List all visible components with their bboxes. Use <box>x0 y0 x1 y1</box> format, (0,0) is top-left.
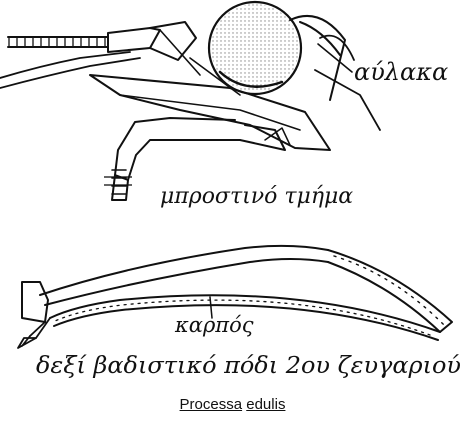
leg-merus <box>40 246 328 295</box>
shrimp-front-drawing: αύλακα μπροστινό τμήμα <box>0 2 448 209</box>
front-part-label: μπροστινό τμήμα <box>160 184 353 209</box>
carpus-label: καρπός <box>174 313 254 337</box>
leg-dactyl <box>18 336 36 348</box>
leg-carpus <box>328 250 452 332</box>
antennula <box>0 22 196 88</box>
leg-base <box>22 282 48 322</box>
species-caption: Processa edulis <box>0 396 465 413</box>
species-genus: Processa <box>180 396 243 413</box>
leg-caption: δεξί βαδιστικό πόδι 2ου ζευγαριού <box>36 353 461 379</box>
scale-pointer <box>318 36 354 72</box>
scale-label: αύλακα <box>354 58 448 86</box>
eye <box>209 2 345 100</box>
species-epithet: edulis <box>246 396 285 413</box>
